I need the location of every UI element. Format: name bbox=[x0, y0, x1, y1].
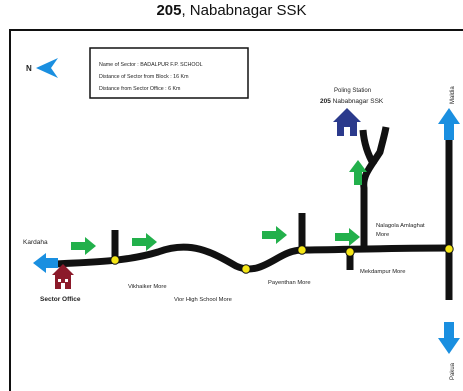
junction-mekdampur bbox=[345, 247, 355, 257]
label-vikhaiker-more: Vikhaiker More bbox=[128, 284, 167, 290]
info-office-distance: Distance from Sector Office : 6 Km bbox=[99, 86, 181, 92]
map-frame bbox=[9, 29, 463, 391]
title-number: 205 bbox=[156, 2, 182, 19]
label-maldia: Maldia bbox=[450, 86, 456, 104]
info-block-distance: Distance of Sector from Block : 16 Km bbox=[99, 74, 189, 80]
junction-payenthan bbox=[297, 245, 307, 255]
label-nalagola-line1: Nalagola Amlaghat bbox=[376, 223, 425, 229]
label-sector-office: Sector Office bbox=[40, 296, 81, 303]
direction-arrow-icon bbox=[262, 226, 287, 244]
junction-vior bbox=[241, 264, 251, 274]
branch-road-left bbox=[359, 129, 378, 167]
north-arrow-icon: N bbox=[26, 58, 58, 78]
label-nalagola-line2: More bbox=[376, 232, 389, 238]
polling-station-number: 205 bbox=[320, 98, 331, 105]
label-payenthan-more: Payenthan More bbox=[268, 280, 311, 286]
branch-road-right bbox=[360, 126, 390, 248]
kardaha-arrow-icon bbox=[33, 253, 58, 273]
north-label: N bbox=[26, 64, 32, 73]
direction-arrow-up-icon bbox=[349, 160, 367, 185]
sector-office-icon bbox=[52, 264, 74, 289]
blue-arrows bbox=[33, 108, 460, 354]
junctions bbox=[110, 244, 454, 274]
maldia-arrow-icon bbox=[438, 108, 460, 140]
label-pakua: Pakua bbox=[450, 362, 456, 380]
polling-station-name: Nababnagar SSK bbox=[331, 98, 384, 105]
direction-arrow-icon bbox=[71, 237, 96, 255]
junction-vikhaiker bbox=[110, 255, 120, 265]
label-polling-station-name: 205 Nababnagar SSK bbox=[320, 98, 384, 105]
roads bbox=[54, 118, 453, 300]
label-kardaha: Kardaha bbox=[23, 239, 48, 246]
label-mekdampur-more: Mekdampur More bbox=[360, 269, 405, 275]
pakua-arrow-icon bbox=[438, 322, 460, 354]
info-box: Name of Sector : BADALPUR F.P. SCHOOL Di… bbox=[89, 47, 249, 99]
junction-nalagola bbox=[444, 244, 454, 254]
title-name: , Nababnagar SSK bbox=[181, 2, 307, 19]
map-title: 205, Nababnagar SSK bbox=[0, 2, 463, 19]
direction-arrow-icon bbox=[132, 233, 157, 251]
info-sector: Name of Sector : BADALPUR F.P. SCHOOL bbox=[99, 62, 203, 68]
label-polling-station: Poling Station bbox=[334, 88, 371, 94]
label-vior-high-school-more: Vior High School More bbox=[174, 297, 232, 303]
direction-arrow-icon bbox=[335, 228, 360, 246]
polling-station-icon bbox=[333, 108, 361, 136]
direction-arrows bbox=[71, 160, 367, 255]
